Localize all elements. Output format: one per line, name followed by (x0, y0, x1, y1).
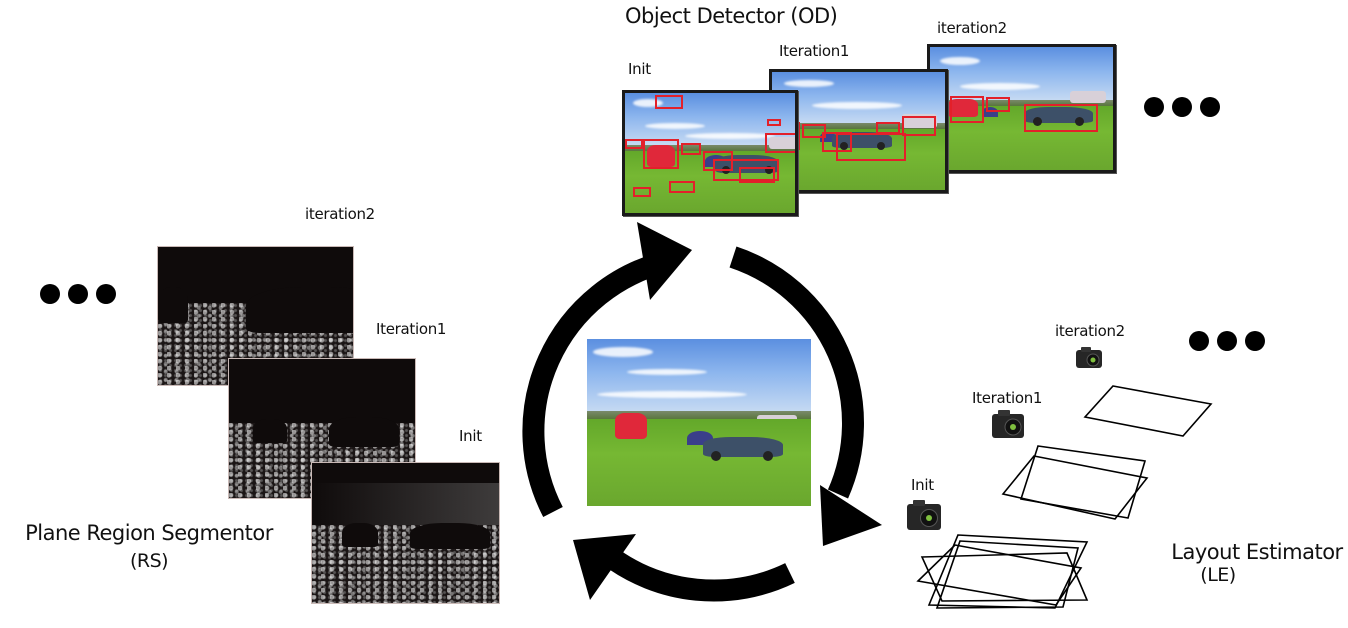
rs-label-iteration1: Iteration1 (376, 320, 447, 338)
rs-label-init: Init (459, 427, 482, 445)
od-bbox (713, 159, 779, 181)
ellipsis-dot (40, 284, 60, 304)
od-bbox (643, 139, 679, 169)
od-title-text: Object Detector (625, 4, 785, 28)
od-bbox (703, 151, 733, 171)
od-bbox (767, 119, 781, 126)
od-bbox (765, 133, 795, 153)
arrow-to-layout-estimator (729, 246, 882, 546)
od-bbox (836, 133, 906, 161)
ellipsis-dot (96, 284, 116, 304)
camera-icon (992, 410, 1024, 438)
od-label-init: Init (628, 60, 651, 78)
le-title: Layout Estimator (1171, 540, 1343, 564)
od-label-iteration1: Iteration1 (779, 42, 850, 60)
ellipsis-dot (1189, 331, 1209, 351)
rs-title: Plane Region Segmentor (25, 521, 273, 545)
arrow-to-object-detector (522, 222, 692, 518)
od-bbox (902, 116, 936, 136)
ellipsis-dot (1217, 331, 1237, 351)
center-input-photo (587, 339, 811, 506)
camera-icon (907, 500, 941, 530)
layout-plane-iteration1 (1001, 455, 1149, 520)
od-frame-iteration2 (927, 44, 1116, 173)
layout-plane-iteration1 (1019, 445, 1147, 519)
od-bbox (625, 139, 643, 149)
layout-plane-init (916, 544, 1083, 606)
ellipsis-dot (1144, 97, 1164, 117)
rs-abbr: (RS) (129, 550, 169, 572)
le-label-init: Init (911, 476, 934, 494)
ellipsis-dot (1200, 97, 1220, 117)
od-bbox (802, 124, 826, 138)
od-bbox (681, 143, 701, 155)
le-ellipsis (1189, 331, 1265, 351)
camera-icon (1076, 347, 1102, 368)
od-bbox (950, 96, 984, 123)
od-bbox (655, 95, 683, 109)
layout-plane-init (935, 540, 1080, 609)
layout-plane-init (920, 552, 1089, 602)
od-bbox (986, 97, 1010, 112)
od-ellipsis (1144, 97, 1220, 117)
ellipsis-dot (68, 284, 88, 304)
layout-plane-iteration2 (1083, 385, 1213, 437)
ellipsis-dot (1245, 331, 1265, 351)
ellipsis-dot (1172, 97, 1192, 117)
od-bbox (739, 167, 775, 183)
le-abbr: (LE) (1200, 564, 1236, 586)
rs-mask-init (311, 462, 500, 604)
rs-ellipsis (40, 284, 116, 304)
layout-plane-init (927, 534, 1089, 609)
od-bbox (669, 181, 695, 193)
od-bbox (1024, 104, 1098, 132)
od-bbox (633, 187, 651, 197)
rs-label-iteration2: iteration2 (305, 205, 375, 223)
le-label-iteration1: Iteration1 (972, 389, 1043, 407)
od-title: Object Detector (OD) (625, 4, 838, 28)
od-bbox (876, 122, 900, 134)
od-abbr: (OD) (790, 4, 838, 28)
le-label-iteration2: iteration2 (1055, 322, 1125, 340)
od-frame-init (622, 90, 798, 216)
od-label-iteration2: iteration2 (937, 19, 1007, 37)
arrow-to-region-segmentor (573, 534, 795, 602)
